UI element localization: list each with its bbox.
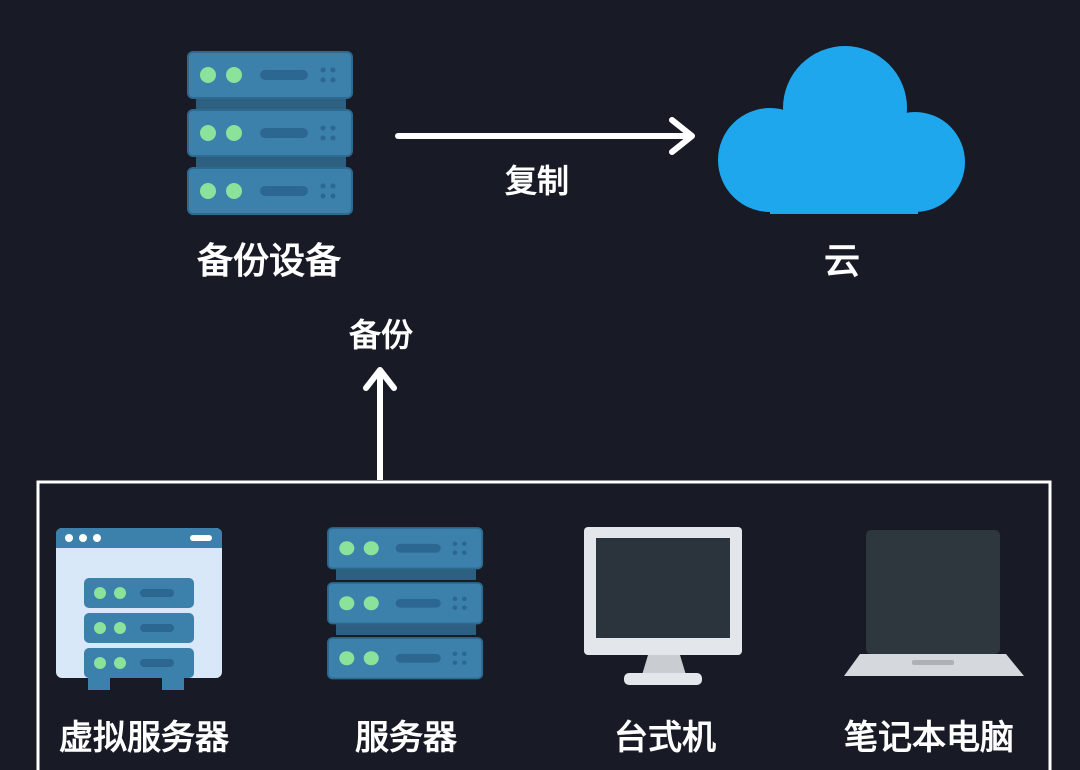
server-label: 服务器: [355, 718, 457, 758]
backup-label: 备份: [348, 316, 414, 354]
replicate-arrow: [395, 117, 695, 155]
server-icon: [327, 527, 484, 680]
laptop-label: 笔记本电脑: [844, 718, 1014, 758]
backup-device-label: 备份设备: [196, 241, 342, 282]
desktop-monitor-icon: [584, 527, 742, 685]
cloud-label: 云: [823, 241, 861, 282]
virtual-server-label: 虚拟服务器: [59, 718, 229, 758]
laptop-icon: [844, 530, 1024, 676]
backup-arrow: [363, 367, 397, 480]
virtual-server-icon: [56, 528, 222, 690]
replicate-label: 复制: [504, 162, 570, 200]
backup-device-icon: [187, 51, 353, 215]
desktop-label: 台式机: [614, 718, 716, 758]
cloud-icon: [718, 46, 965, 214]
sources-group-box: [36, 480, 1052, 770]
